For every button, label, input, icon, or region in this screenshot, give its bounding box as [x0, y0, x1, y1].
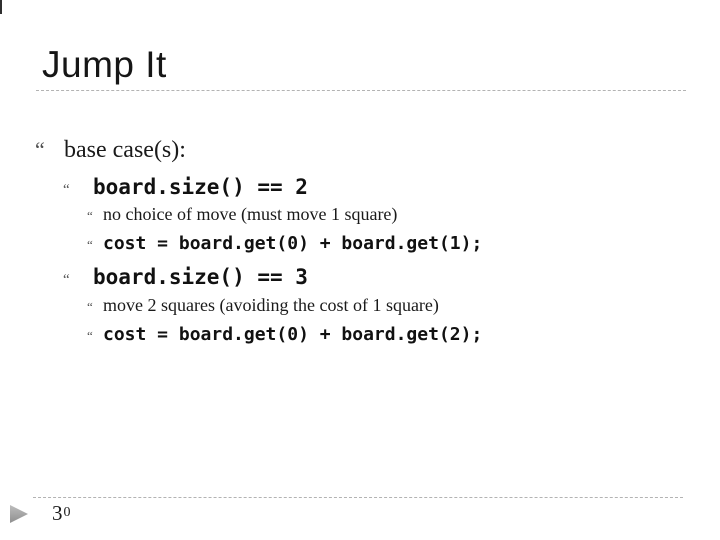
page-number-digit: 0 [63, 505, 72, 520]
bullet-line-level2: “ board.size() == 3 [63, 267, 308, 288]
page-arrow-icon [10, 505, 28, 523]
quote-bullet-icon: “ [63, 182, 70, 198]
slide-title: Jump It [42, 44, 167, 85]
bullet-line-text: move 2 squares (avoiding the cost of 1 s… [103, 295, 439, 315]
page-number-digit: 3 [52, 501, 64, 525]
title-divider [36, 90, 686, 91]
footer-divider [33, 497, 683, 498]
bullet-line-code: board.size() == 2 [93, 175, 308, 199]
bullet-line-level3: “ cost = board.get(0) + board.get(2); [87, 325, 482, 344]
quote-bullet-icon: “ [87, 328, 93, 343]
bullet-line-text: base case(s): [64, 137, 186, 163]
quote-bullet-icon: “ [87, 299, 93, 314]
page-number: 30 [52, 503, 72, 524]
bullet-line-level1: “ base case(s): [35, 138, 186, 162]
bullet-line-text: no choice of move (must move 1 square) [103, 204, 398, 224]
bullet-line-level3: “ no choice of move (must move 1 square) [87, 205, 397, 223]
bullet-line-level3: “ move 2 squares (avoiding the cost of 1 … [87, 296, 439, 314]
bullet-line-level2: “ board.size() == 2 [63, 177, 308, 198]
slide-edge-mark [0, 0, 2, 14]
bullet-line-code: cost = board.get(0) + board.get(2); [103, 324, 483, 345]
bullet-line-level3: “ cost = board.get(0) + board.get(1); [87, 234, 482, 253]
quote-bullet-icon: “ [35, 137, 45, 162]
quote-bullet-icon: “ [87, 208, 93, 223]
bullet-line-code: board.size() == 3 [93, 265, 308, 289]
quote-bullet-icon: “ [87, 237, 93, 252]
bullet-line-code: cost = board.get(0) + board.get(1); [103, 233, 483, 254]
quote-bullet-icon: “ [63, 272, 70, 288]
